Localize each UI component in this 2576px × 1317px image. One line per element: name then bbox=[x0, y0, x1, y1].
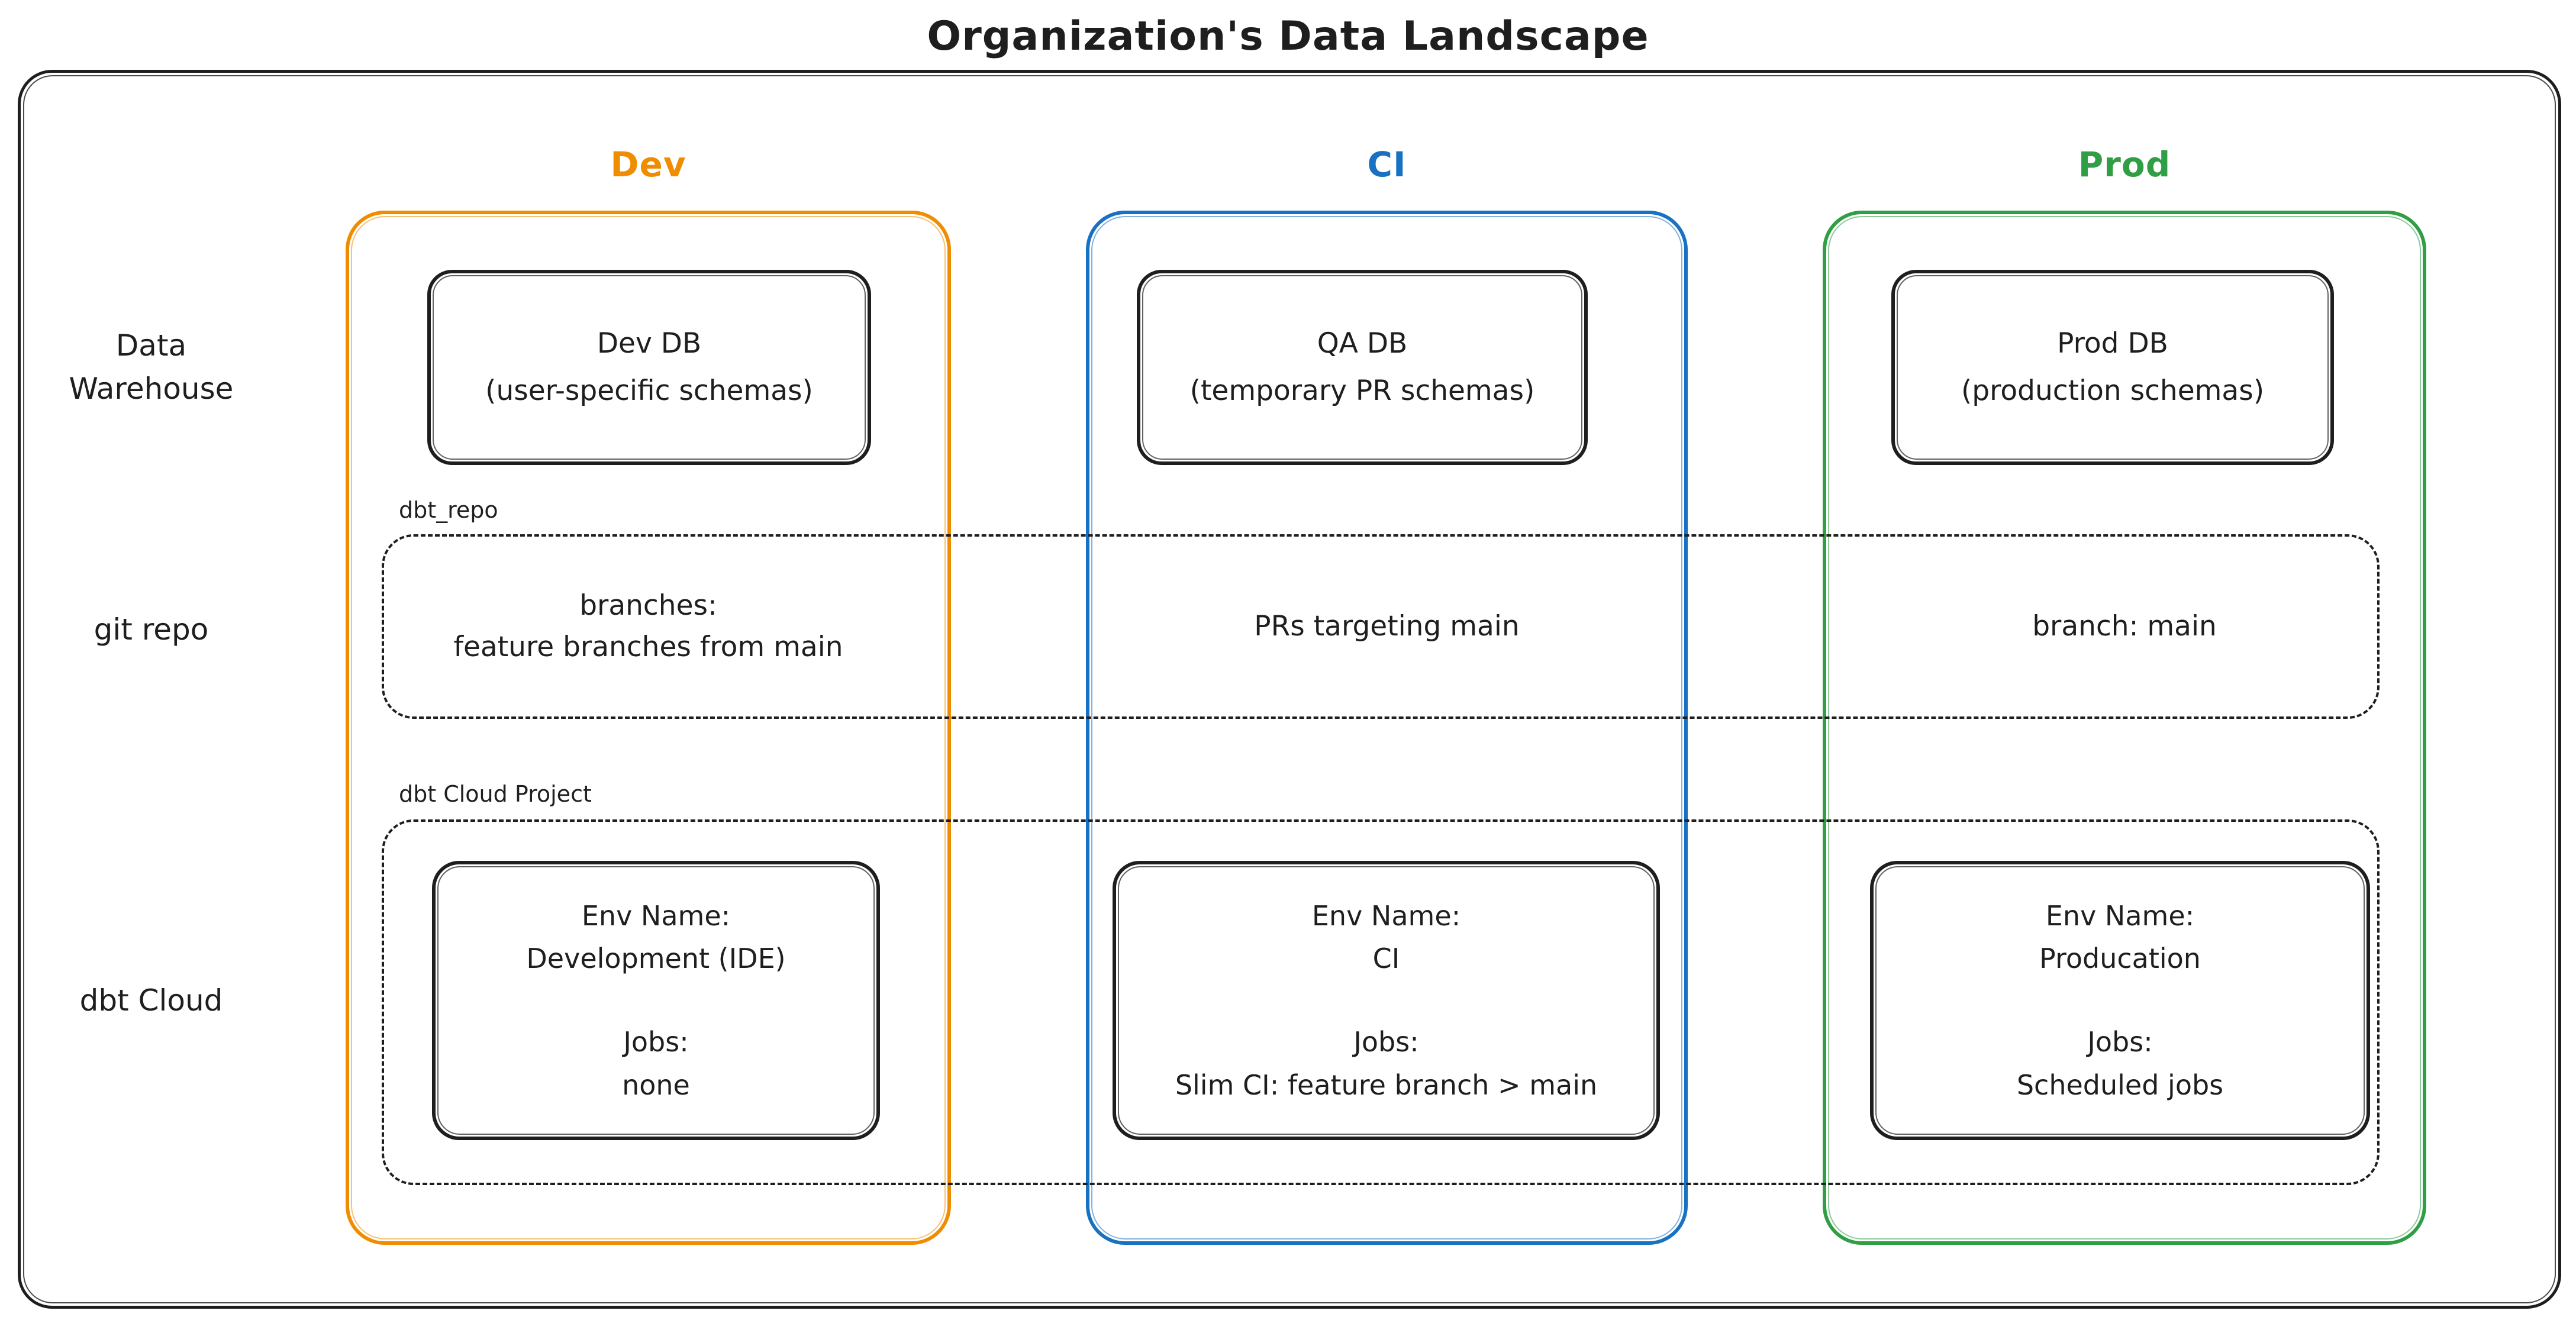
column-header-ci: CI bbox=[1367, 144, 1407, 185]
column-header-prod: Prod bbox=[2078, 144, 2171, 185]
jobs-label-prod: Jobs: bbox=[2087, 1026, 2153, 1058]
db-title-dev: Dev DB bbox=[597, 327, 702, 360]
column-header-dev: Dev bbox=[610, 144, 686, 185]
db-box-prod: Prod DB (production schemas) bbox=[1891, 270, 2334, 465]
db-subtitle-prod: (production schemas) bbox=[1961, 375, 2265, 407]
jobs-label-dev: Jobs: bbox=[623, 1026, 689, 1058]
env-name-label-ci: Env Name: bbox=[1311, 899, 1461, 932]
db-title-prod: Prod DB bbox=[2057, 327, 2168, 360]
git-text-ci: PRs targeting main bbox=[1254, 609, 1520, 643]
env-name-label-prod: Env Name: bbox=[2045, 899, 2195, 932]
column-container-ci bbox=[1086, 211, 1688, 1245]
env-box-ci: Env Name: CI Jobs: Slim CI: feature bran… bbox=[1113, 861, 1660, 1140]
column-container-dev bbox=[346, 211, 951, 1245]
jobs-value-prod: Scheduled jobs bbox=[2016, 1069, 2224, 1101]
jobs-value-ci: Slim CI: feature branch > main bbox=[1175, 1069, 1598, 1101]
jobs-value-dev: none bbox=[622, 1069, 690, 1101]
row-label-git-repo: git repo bbox=[94, 612, 209, 647]
page-title: Organization's Data Landscape bbox=[927, 13, 1649, 60]
db-subtitle-ci: (temporary PR schemas) bbox=[1189, 375, 1535, 407]
column-container-prod bbox=[1823, 211, 2426, 1245]
env-name-value-prod: Producation bbox=[2039, 942, 2201, 975]
db-subtitle-dev: (user-specific schemas) bbox=[485, 375, 813, 407]
env-name-value-dev: Development (IDE) bbox=[526, 942, 786, 975]
jobs-label-ci: Jobs: bbox=[1353, 1026, 1419, 1058]
row-label-dbt-cloud: dbt Cloud bbox=[79, 983, 223, 1018]
env-box-prod: Env Name: Producation Jobs: Scheduled jo… bbox=[1870, 861, 2370, 1140]
row-label-data-warehouse: Data Warehouse bbox=[69, 328, 234, 406]
band-git-repo bbox=[382, 534, 2380, 719]
git-text-dev: branches: feature branches from main bbox=[453, 589, 843, 664]
git-text-prod: branch: main bbox=[2032, 609, 2217, 643]
outer-frame bbox=[18, 70, 2561, 1309]
db-box-ci: QA DB (temporary PR schemas) bbox=[1137, 270, 1588, 465]
band-label-dbt-repo: dbt_repo bbox=[399, 497, 498, 523]
db-box-dev: Dev DB (user-specific schemas) bbox=[427, 270, 871, 465]
env-name-value-ci: CI bbox=[1372, 942, 1400, 975]
band-dbt-cloud-project bbox=[382, 819, 2380, 1185]
env-name-label-dev: Env Name: bbox=[581, 899, 731, 932]
band-label-dbt-cloud-project: dbt Cloud Project bbox=[399, 781, 592, 807]
env-box-dev: Env Name: Development (IDE) Jobs: none bbox=[432, 861, 880, 1140]
db-title-ci: QA DB bbox=[1317, 327, 1408, 360]
